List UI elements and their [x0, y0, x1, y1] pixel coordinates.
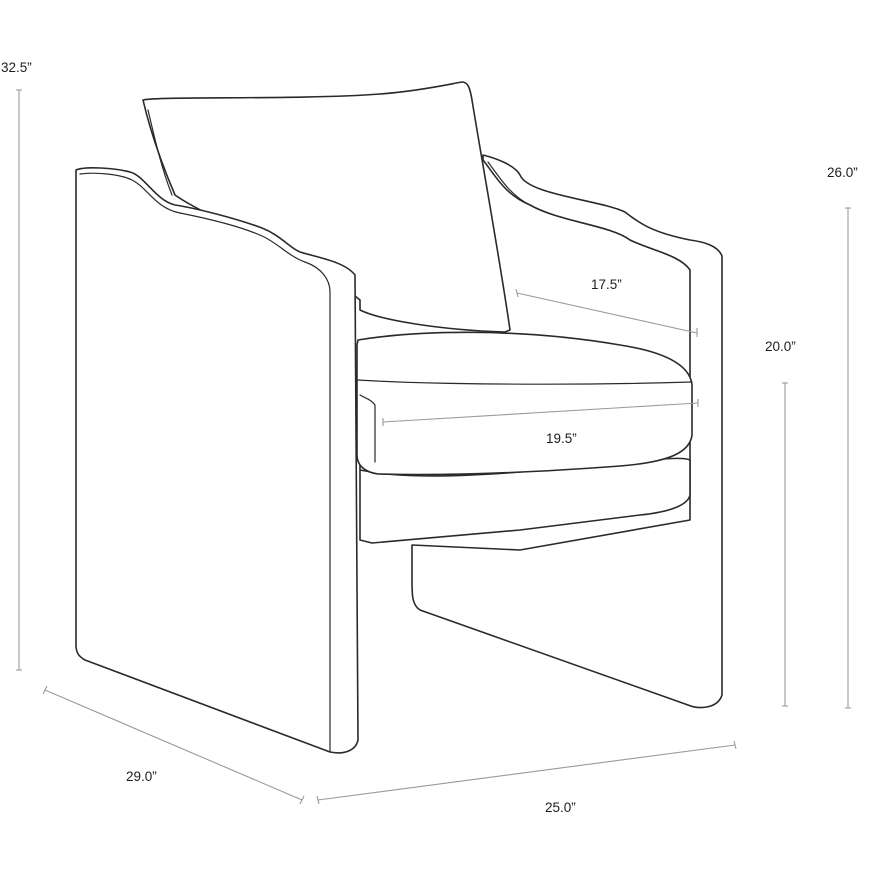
seat-depth-line: [516, 292, 698, 334]
seat-width-label: 19.5”: [546, 431, 577, 446]
seat-depth-label: 17.5”: [591, 277, 622, 292]
left-arm-panel: [75, 167, 359, 754]
dimension-labels: 32.5” 26.0” 20.0” 17.5” 19.5” 29.0” 25.0…: [1, 60, 858, 815]
seat-height-label: 20.0”: [765, 339, 796, 354]
arm-height-label: 26.0”: [827, 165, 858, 180]
seat-cushion: [356, 331, 693, 476]
seat-width-line: [382, 402, 699, 423]
overall-width-label: 25.0”: [545, 800, 576, 815]
overall-height-label: 32.5”: [1, 60, 32, 75]
overall-depth-line: [44, 689, 303, 801]
dimension-lines: [16, 89, 851, 805]
overall-width-line: [317, 744, 736, 801]
right-arm-panel: [411, 154, 723, 709]
overall-depth-label: 29.0”: [126, 769, 157, 784]
